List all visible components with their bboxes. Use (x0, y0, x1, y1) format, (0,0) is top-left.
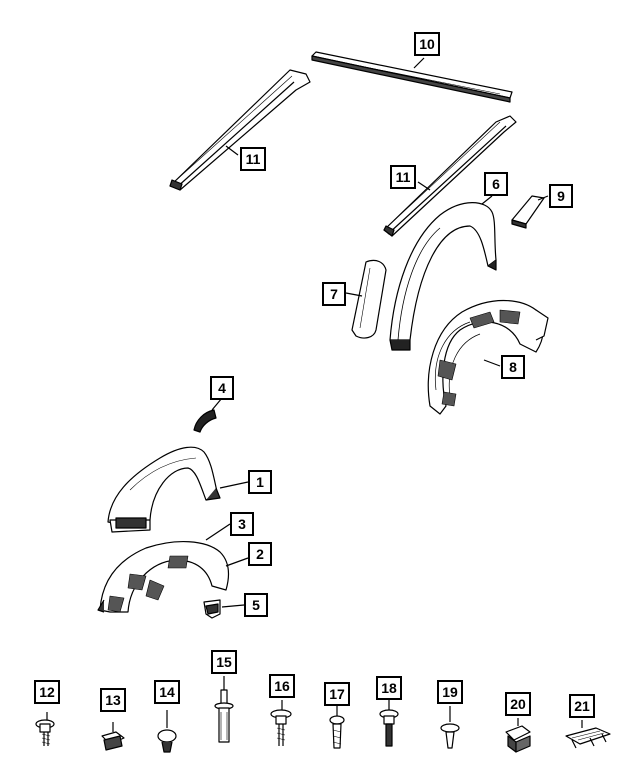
part-10-roof-rail (311, 51, 513, 103)
callout-1: 1 (248, 470, 272, 494)
callout-16: 16 (269, 674, 295, 698)
callout-20: 20 (505, 692, 531, 716)
leader-3 (205, 523, 231, 541)
callout-3: 3 (230, 512, 254, 536)
callout-5: 5 (244, 593, 268, 617)
part-12-bolt (35, 712, 55, 746)
callout-18: 18 (376, 676, 402, 700)
callout-19: 19 (437, 680, 463, 704)
leader-2 (225, 557, 249, 567)
part-14-push-pin (157, 710, 177, 753)
part-21-retainer (565, 720, 611, 749)
leader-6 (481, 195, 493, 205)
callout-11-right: 11 (390, 165, 416, 189)
leader-11b (417, 181, 431, 191)
leader-5 (221, 604, 245, 608)
callout-17: 17 (324, 682, 350, 706)
callout-12: 12 (34, 680, 60, 704)
callout-7: 7 (322, 282, 346, 306)
leader-1 (219, 481, 249, 489)
part-11-left-rail (169, 69, 311, 191)
leader-8 (483, 359, 501, 367)
part-4-clip-cover (193, 409, 217, 433)
part-13-clip-nut (101, 722, 125, 751)
part-6-rear-fender-flare (389, 202, 497, 351)
part-2-front-wheelhouse-liner (97, 541, 230, 613)
part-11-right-rail (383, 115, 517, 237)
callout-9: 9 (549, 184, 573, 208)
part-16-bolt (270, 700, 292, 746)
part-1-front-fender-flare (107, 446, 221, 533)
part-20-clip (505, 718, 531, 753)
callout-4: 4 (210, 376, 234, 400)
callout-14: 14 (154, 680, 180, 704)
part-17-push-rivet (329, 706, 345, 749)
leader-9 (537, 195, 549, 201)
callout-8: 8 (501, 355, 525, 379)
part-7-trim-panel (351, 259, 387, 339)
callout-11-left: 11 (240, 147, 266, 171)
callout-13: 13 (100, 688, 126, 712)
callout-15: 15 (211, 650, 237, 674)
part-19-screw (440, 706, 460, 749)
part-5-bracket (203, 599, 221, 619)
part-8-rear-wheelhouse-liner (427, 299, 549, 415)
leader-11a (225, 145, 239, 156)
callout-6: 6 (484, 172, 508, 196)
leader-7 (345, 292, 363, 297)
callout-10: 10 (414, 32, 440, 56)
part-15-rivet (214, 676, 234, 743)
part-9-badge (511, 195, 545, 229)
part-18-bolt (379, 700, 399, 747)
callout-21: 21 (569, 694, 595, 718)
callout-2: 2 (248, 542, 272, 566)
leader-4 (211, 397, 223, 411)
leader-10 (413, 57, 425, 69)
